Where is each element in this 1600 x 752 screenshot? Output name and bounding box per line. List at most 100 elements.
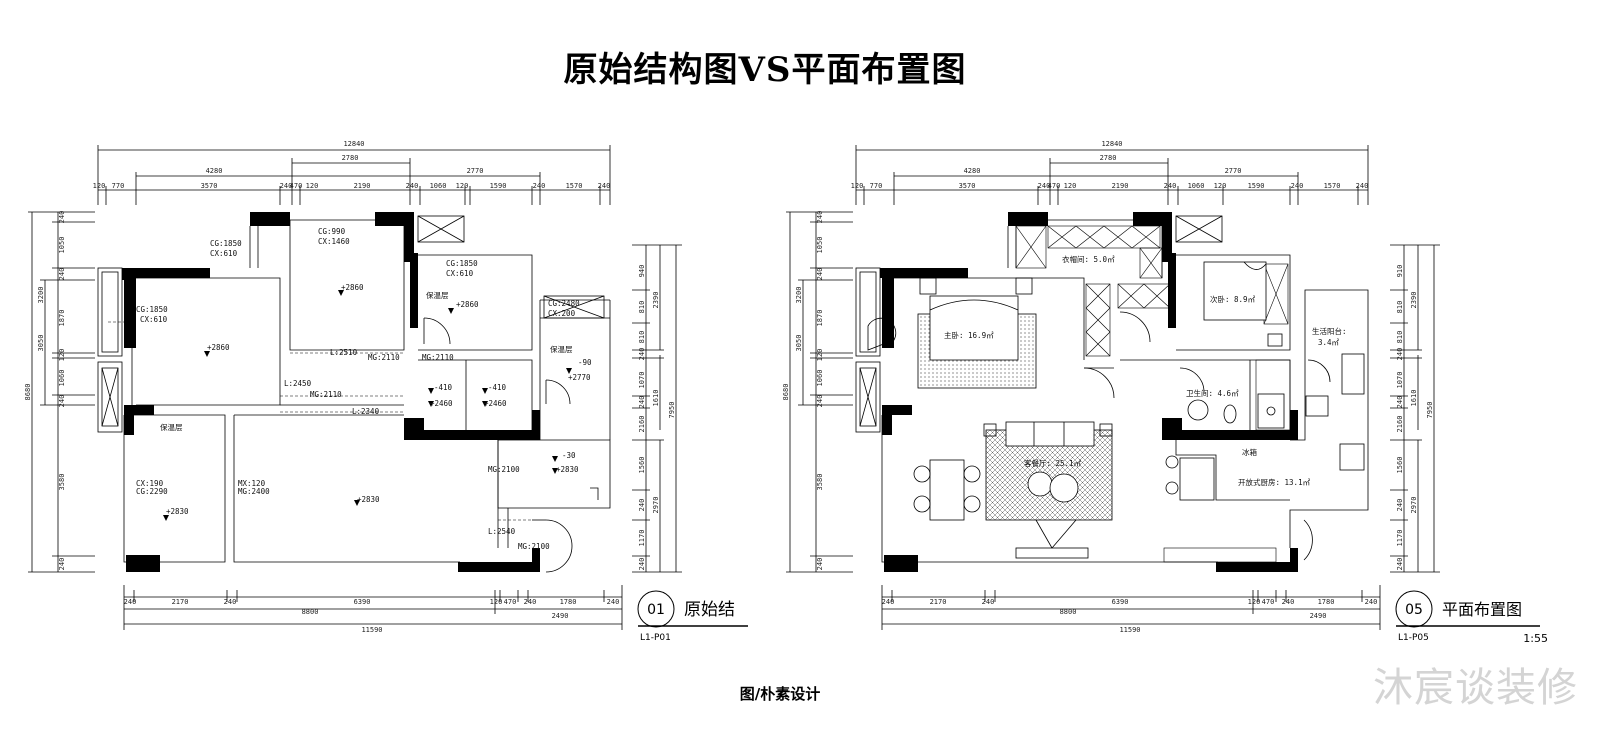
badge-name-2: 平面布置图 [1442, 600, 1522, 619]
room-label: 客餐厅: 25.1㎡ [1024, 458, 1082, 468]
drawing-badge-1: 01 原始结 L1-P01 [637, 590, 748, 643]
structure-label: 保温层 [160, 423, 183, 432]
dimension-label: 810 [1396, 331, 1404, 344]
structure-label: +2830 [357, 495, 380, 504]
dimension-label: 470 [504, 598, 517, 606]
structural-walls-2 [880, 212, 1298, 572]
dimension-label: 1870 [58, 310, 66, 327]
dimension-label: 240 [1396, 348, 1404, 361]
structure-label: L:2340 [352, 407, 380, 416]
dimension-label: 2190 [354, 182, 371, 190]
structure-label: CG:2290 [136, 487, 168, 496]
dimension-label: 1780 [1318, 598, 1335, 606]
structure-label: CX:610 [446, 269, 474, 278]
structure-label: +2770 [568, 373, 591, 382]
dimension-label: 3200 [37, 287, 45, 304]
dimension-label: 240 [1038, 182, 1051, 190]
dimension-label: 240 [58, 211, 66, 224]
badge-code-2: L1-P05 [1398, 633, 1429, 643]
dimension-label: 770 [112, 182, 125, 190]
dimension-label: 240 [816, 395, 824, 408]
dimension-label: 8680 [782, 384, 790, 401]
dimension-label: 120 [1248, 598, 1261, 606]
structure-label: CG:2480 [548, 299, 580, 308]
dimension-label: 240 [816, 268, 824, 281]
dimension-label: 1590 [1248, 182, 1265, 190]
page-title: 原始结构图VS平面布置图 [563, 50, 967, 90]
structure-label: CX:200 [548, 309, 576, 318]
structure-label: CG:990 [318, 227, 346, 236]
dimension-label: 3050 [795, 335, 803, 352]
dimension-label: 120 [456, 182, 469, 190]
dimension-label: 240 [982, 598, 995, 606]
badge-code-1: L1-P01 [640, 633, 671, 643]
structure-label: MX:120 [238, 479, 266, 488]
dimension-label: 1170 [1396, 530, 1404, 547]
dimension-label: 1590 [490, 182, 507, 190]
badge-scale-2: 1:55 [1523, 632, 1548, 645]
dimension-label: 240 [638, 499, 646, 512]
dimension-label: 240 [1282, 598, 1295, 606]
dimension-label: 3580 [58, 474, 66, 491]
dimension-label: 2160 [638, 416, 646, 433]
dimension-label: 1170 [638, 530, 646, 547]
dimension-label: 240 [1164, 182, 1177, 190]
dimension-label: 2190 [1112, 182, 1129, 190]
dimension-label: 240 [406, 182, 419, 190]
structure-label: MG:2110 [310, 390, 342, 399]
room-label: 冰箱 [1242, 447, 1258, 457]
room-label: 开放式厨房: 13.1㎡ [1238, 477, 1311, 487]
dimension-label: 2390 [652, 292, 660, 309]
room-label: 生活阳台: [1312, 326, 1347, 336]
dimension-label: 240 [58, 558, 66, 571]
structure-label: +2460 [430, 399, 453, 408]
structure-label: CX:610 [140, 315, 168, 324]
window-boxes [97, 215, 605, 433]
structure-label: -30 [562, 451, 576, 460]
dimension-label: 240 [224, 598, 237, 606]
dimension-label: 3050 [37, 335, 45, 352]
dimension-label: 120 [58, 349, 66, 362]
level-markers [163, 290, 572, 521]
dimension-label: 8800 [302, 608, 319, 616]
dimension-label: 240 [58, 395, 66, 408]
structure-label: +2830 [556, 465, 579, 474]
kitchen-fixtures [1165, 353, 1365, 501]
design-credit: 图/朴素设计 [739, 685, 821, 703]
drawing-badge-2: 05 平面布置图 L1-P05 1:55 [1395, 590, 1548, 645]
cabinets [1015, 225, 1291, 563]
dimension-label: 770 [870, 182, 883, 190]
dimension-label: 910 [1396, 265, 1404, 278]
dimension-label: 2770 [1225, 167, 1242, 175]
badge-name-1: 原始结 [684, 600, 735, 620]
dimension-label: 1070 [638, 372, 646, 389]
dimension-label: 11590 [1119, 626, 1140, 634]
dimension-label: 940 [638, 265, 646, 278]
dimension-label: 1560 [1396, 457, 1404, 474]
dimension-label: 120 [490, 598, 503, 606]
structure-label: +2460 [484, 399, 507, 408]
dimension-label: 120 [306, 182, 319, 190]
dimension-label: 1060 [58, 370, 66, 387]
dimension-label: 1570 [566, 182, 583, 190]
dimension-label: 1060 [1188, 182, 1205, 190]
structure-label: MG:2110 [422, 353, 454, 362]
dimension-label: 2770 [467, 167, 484, 175]
structure-label: 保温层 [550, 345, 573, 354]
dimension-label: 240 [1396, 396, 1404, 409]
dimension-label: 240 [280, 182, 293, 190]
structure-label: CX:190 [136, 479, 164, 488]
dimension-label: 1570 [1324, 182, 1341, 190]
top-dimension-lines [97, 145, 611, 205]
badge-number-1: 01 [647, 602, 665, 618]
right-dimension-lines [632, 244, 682, 573]
structure-label: MG:2100 [518, 542, 550, 551]
structure-label: CG:1850 [210, 239, 242, 248]
dimension-label: 120 [816, 349, 824, 362]
structure-label: -90 [578, 358, 592, 367]
dimension-label: 1560 [638, 457, 646, 474]
dimension-label: 240 [124, 598, 137, 606]
dimension-label: 240 [1365, 598, 1378, 606]
dimension-label: 1060 [816, 370, 824, 387]
dimension-label: 240 [638, 348, 646, 361]
